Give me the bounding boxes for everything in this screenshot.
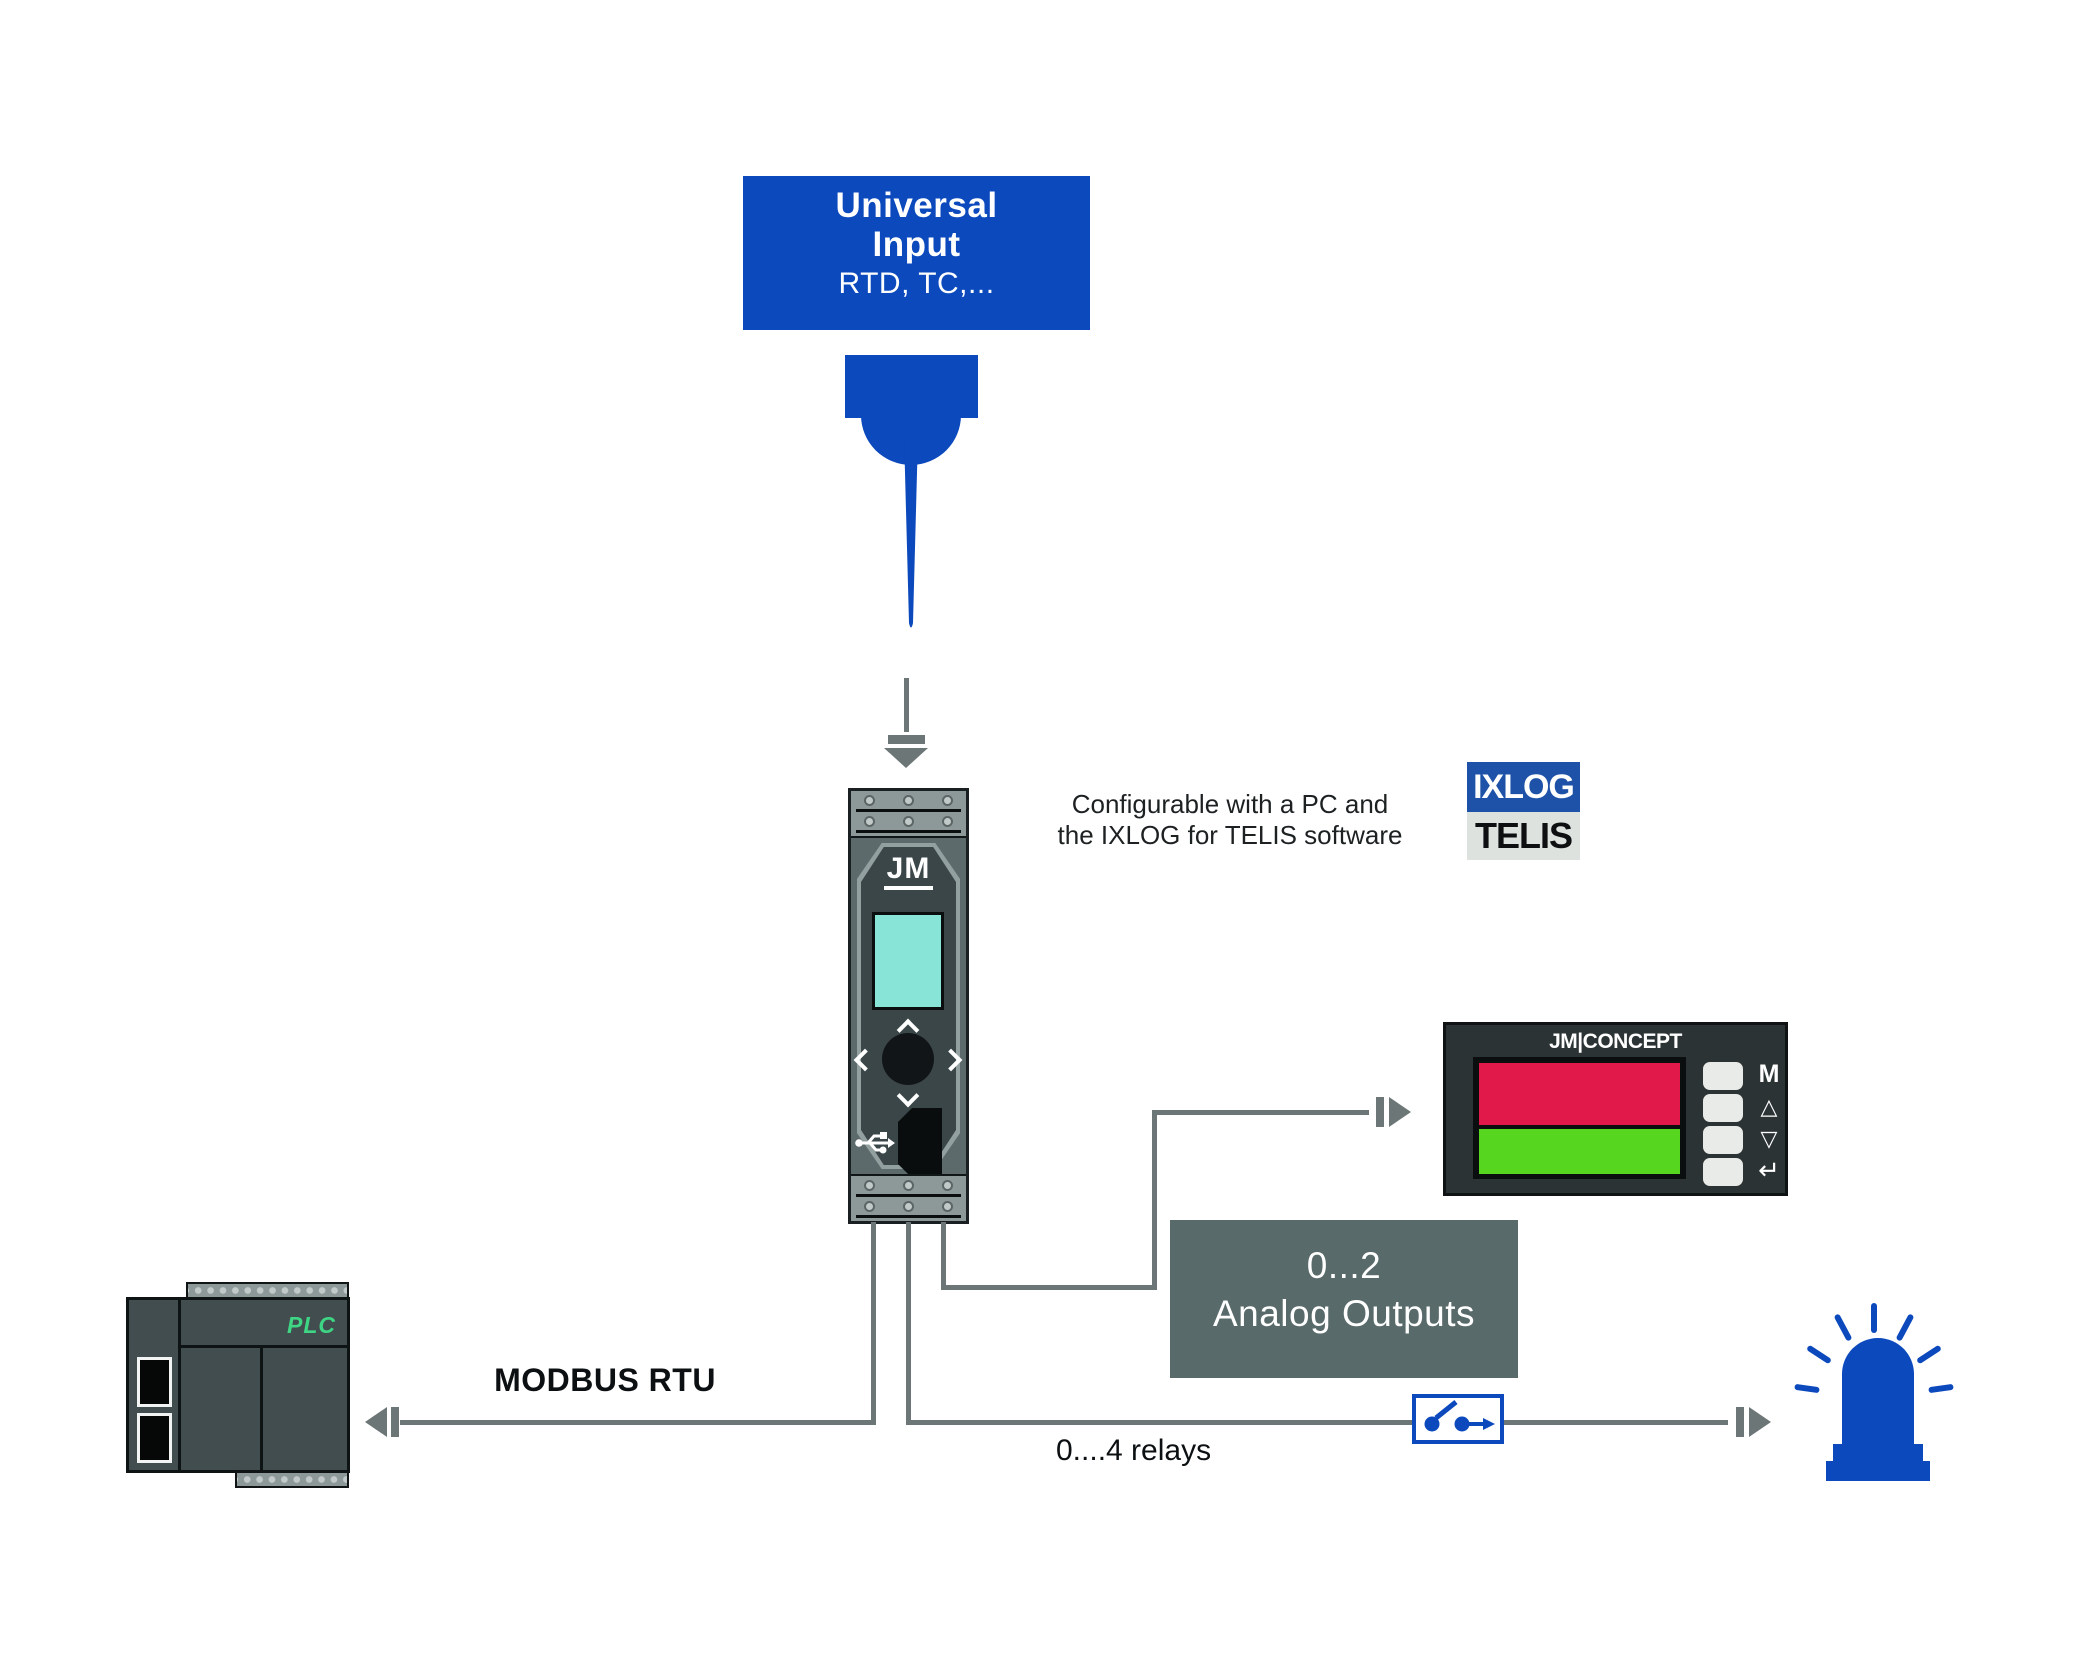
module-terminal-top: [851, 791, 966, 838]
universal-input-line1: Universal: [835, 186, 998, 225]
wire-analog-horizontal-2: [1152, 1110, 1369, 1115]
screw-icon: [942, 1180, 953, 1191]
module-terminal-bottom: [851, 1174, 966, 1221]
caption-line1: Configurable with a PC and: [1071, 789, 1389, 819]
arrow-bar: [391, 1407, 399, 1437]
screw-icon: [903, 1180, 914, 1191]
terminal-screw-row: [851, 814, 966, 829]
display-screen: [1473, 1057, 1686, 1179]
usb-icon: [855, 1132, 895, 1154]
screw-icon: [942, 795, 953, 806]
analog-outputs-line2: Analog Outputs: [1212, 1293, 1476, 1334]
plc-divider-middle: [260, 1345, 263, 1470]
universal-input-line2: Input: [872, 225, 961, 264]
arrowhead-right-icon: [1749, 1407, 1771, 1437]
plc-port-1: [137, 1357, 172, 1407]
wire-relay-horizontal-right: [1500, 1420, 1728, 1425]
down-arrow-icon: [884, 748, 928, 768]
wire-analog-horizontal-1: [941, 1285, 1157, 1290]
arrowhead-left-icon: [365, 1407, 387, 1437]
telis-logo-text: TELIS: [1467, 812, 1580, 860]
plc-terminal-top: [186, 1282, 349, 1299]
screw-icon: [903, 816, 914, 827]
alarm-beacon-dome: [1842, 1338, 1914, 1444]
beacon-ray-icon: [1871, 1303, 1877, 1333]
ixlog-telis-logo: IXLOG TELIS: [1467, 762, 1580, 860]
beacon-ray-icon: [1833, 1313, 1853, 1342]
display-green-readout: [1479, 1129, 1680, 1174]
jmconcept-display-device: JM|CONCEPT M △ ▽ ↵: [1443, 1022, 1788, 1196]
usb-port: [898, 1108, 942, 1178]
beacon-ray-icon: [1895, 1313, 1915, 1342]
screw-icon: [942, 816, 953, 827]
arrow-bar: [1736, 1407, 1744, 1437]
screw-icon: [942, 1201, 953, 1212]
beacon-ray-icon: [1794, 1383, 1820, 1394]
screw-icon: [903, 1201, 914, 1212]
arrowhead-right-icon: [1389, 1097, 1411, 1127]
terminal-divider: [856, 830, 961, 833]
display-button-down: [1703, 1126, 1743, 1154]
wire-analog-vertical-2: [1152, 1110, 1157, 1290]
plc-terminal-bottom: [235, 1471, 349, 1488]
relay-contact-symbol: [1412, 1394, 1504, 1444]
ixlog-logo-text: IXLOG: [1467, 762, 1580, 812]
relays-label: 0....4 relays: [1056, 1434, 1212, 1467]
temperature-probe-icon: [845, 355, 978, 628]
alarm-beacon-base: [1826, 1461, 1930, 1481]
modbus-rtu-label: MODBUS RTU: [494, 1362, 716, 1398]
down-arrow-bar: [888, 735, 925, 744]
screw-icon: [864, 795, 875, 806]
display-button-up: [1703, 1094, 1743, 1122]
plc-divider-vertical: [178, 1300, 181, 1470]
screw-icon: [903, 795, 914, 806]
terminal-divider: [856, 1194, 961, 1197]
down-arrow-stem: [904, 678, 909, 732]
arrow-bar: [1376, 1097, 1384, 1127]
universal-input-line3: RTD, TC,...: [838, 267, 995, 300]
telis-module: JM: [848, 788, 969, 1224]
alarm-beacon-step: [1833, 1444, 1923, 1461]
wire-modbus-vertical: [871, 1222, 876, 1423]
wire-relay-horizontal-left: [906, 1420, 1414, 1425]
analog-outputs-box: 0...2 Analog Outputs: [1170, 1220, 1518, 1378]
analog-outputs-line1: 0...2: [1306, 1245, 1382, 1286]
screw-icon: [864, 1180, 875, 1191]
up-triangle-icon: △: [1760, 1094, 1778, 1119]
module-body: JM: [851, 838, 966, 1178]
module-lcd-screen: [872, 912, 944, 1010]
display-button-m: [1703, 1062, 1743, 1090]
display-button-enter: [1703, 1158, 1743, 1186]
plc-label: PLC: [287, 1312, 336, 1338]
caption-line2: the IXLOG for TELIS software: [1057, 820, 1403, 850]
wire-analog-vertical-1: [941, 1222, 946, 1290]
universal-input-box: Universal Input RTD, TC,...: [743, 176, 1090, 330]
plc-port-2: [137, 1413, 172, 1463]
configuration-caption: Configurable with a PC and the IXLOG for…: [1015, 789, 1445, 851]
terminal-screw-row: [851, 1178, 966, 1193]
module-brand-text: JM: [883, 852, 934, 890]
display-red-readout: [1479, 1063, 1680, 1125]
down-triangle-icon: ▽: [1760, 1126, 1778, 1151]
screw-icon: [864, 816, 875, 827]
beacon-ray-icon: [1928, 1383, 1954, 1394]
plc-body: PLC: [126, 1297, 350, 1473]
beacon-ray-icon: [1916, 1344, 1942, 1365]
module-brand: JM: [851, 852, 966, 890]
enter-icon: ↵: [1758, 1155, 1780, 1185]
relay-contact-icon: [1424, 1400, 1495, 1432]
terminal-divider: [856, 1215, 961, 1218]
wire-modbus-horizontal: [400, 1420, 876, 1425]
beacon-ray-icon: [1806, 1344, 1832, 1365]
terminal-divider: [856, 809, 961, 812]
display-brand: JM|CONCEPT: [1549, 1030, 1682, 1053]
plc-device: PLC: [126, 1282, 356, 1494]
wire-relay-vertical: [906, 1222, 911, 1423]
m-label: M: [1758, 1060, 1780, 1088]
screw-icon: [864, 1201, 875, 1212]
terminal-screw-row: [851, 793, 966, 808]
terminal-screw-row: [851, 1199, 966, 1214]
nav-button: [882, 1033, 934, 1085]
